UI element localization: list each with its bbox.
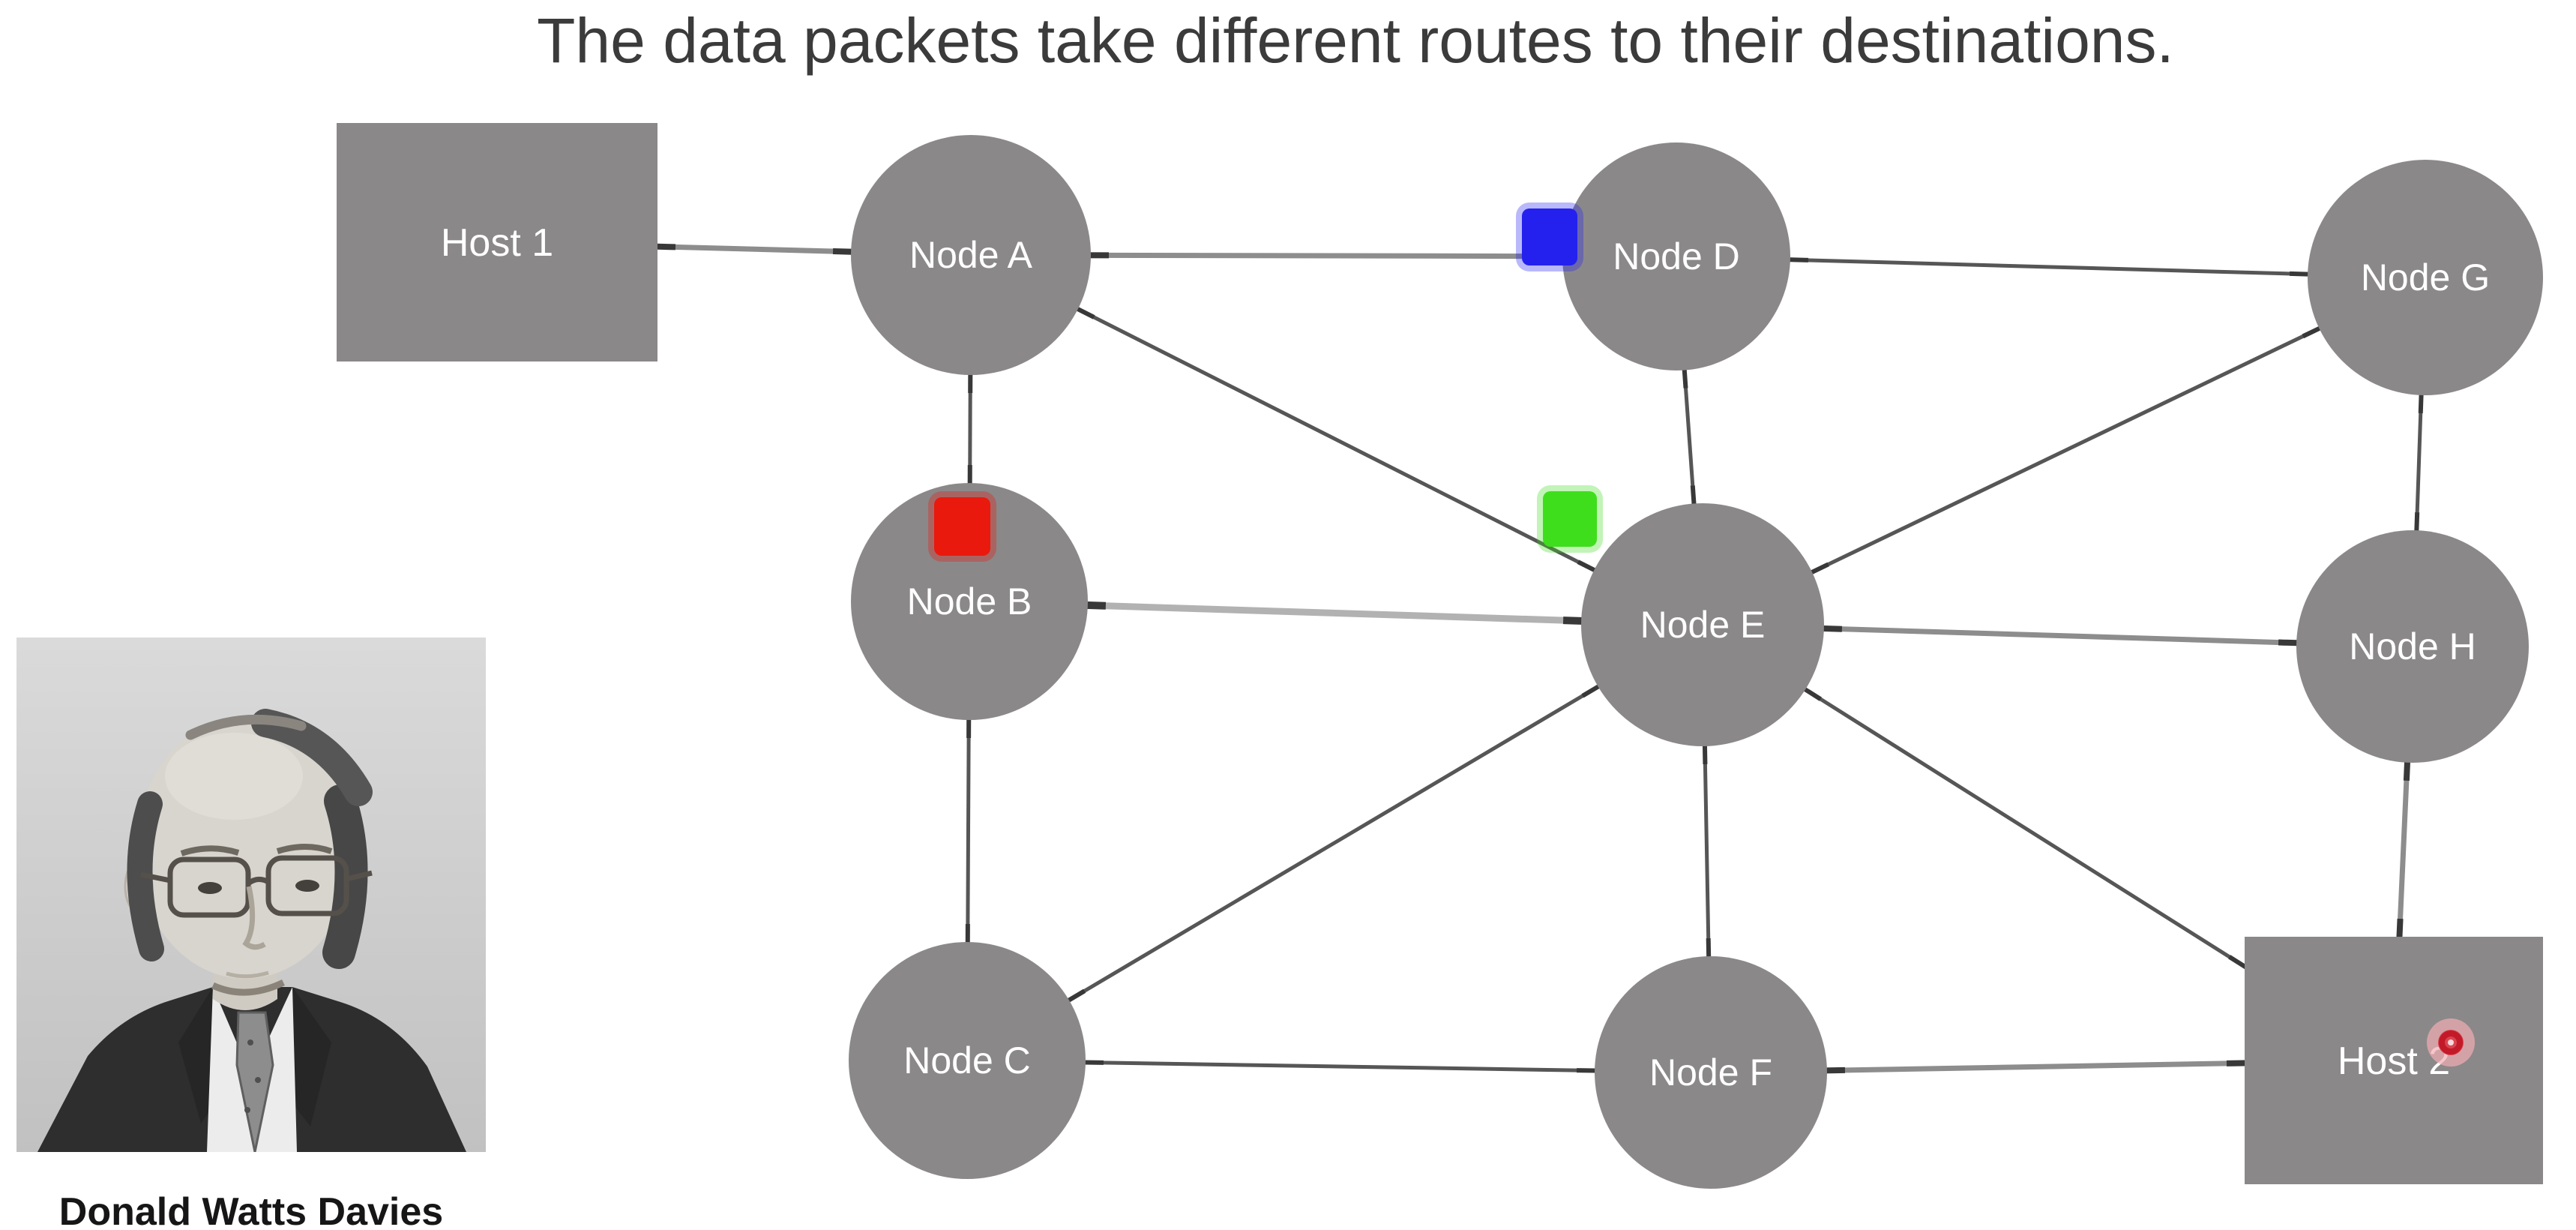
hair-left	[127, 791, 164, 962]
hair-top-right	[251, 709, 373, 806]
eyebrow-left	[180, 845, 240, 856]
layer-pin	[2427, 1018, 2475, 1066]
node-circle-G	[2308, 160, 2543, 395]
node-circle-B	[851, 483, 1088, 720]
hair-combover	[185, 714, 307, 740]
host-box-host1	[337, 123, 657, 362]
destination-pin-core	[2448, 1040, 2454, 1046]
mouth	[211, 979, 285, 996]
tie-dot	[255, 1077, 261, 1083]
host-label-host1: Host 1	[441, 221, 553, 265]
tie-dot	[244, 1107, 250, 1113]
edge-C-E	[966, 622, 1704, 1063]
hair-right	[322, 784, 368, 969]
eyebrow-right	[276, 844, 333, 854]
node-label-A: Node A	[909, 234, 1033, 276]
layer-edges	[496, 239, 2428, 1076]
node-circle-C	[849, 942, 1086, 1179]
packet-red-icon	[934, 497, 990, 556]
host-box-host2	[2245, 937, 2543, 1184]
node-circle-E	[1581, 503, 1824, 746]
tie-dot	[247, 1040, 253, 1046]
glasses-right-lens	[265, 855, 349, 916]
node-label-D: Node D	[1613, 236, 1740, 278]
glasses-temple-right	[346, 870, 373, 882]
node-circle-A	[851, 135, 1091, 375]
node-circle-H	[2296, 530, 2529, 763]
shirt	[207, 987, 297, 1152]
node-label-B: Node B	[907, 580, 1032, 622]
destination-pin-icon	[2439, 1030, 2463, 1054]
node-circle-F	[1595, 956, 1827, 1189]
eye-right	[295, 880, 319, 892]
glasses-bridge	[246, 877, 270, 886]
node-label-H: Node H	[2349, 626, 2476, 668]
node-label-F: Node F	[1649, 1052, 1772, 1094]
node-label-C: Node C	[903, 1040, 1031, 1082]
page-title: The data packets take different routes t…	[537, 5, 2174, 76]
node-label-E: Node E	[1640, 604, 1766, 646]
forehead-highlight	[165, 733, 303, 820]
layer-shapes	[337, 123, 2543, 1189]
packet-blue-icon	[1522, 208, 1577, 266]
portrait-illustration	[16, 638, 486, 1153]
tie	[235, 1011, 274, 1153]
node-circle-D	[1562, 142, 1790, 370]
upper-lip	[226, 970, 269, 979]
eye-left	[198, 882, 222, 894]
layer-packets	[928, 202, 1603, 562]
photo-caption: Donald Watts Davies	[58, 1190, 444, 1230]
portrait-photo	[16, 638, 486, 1153]
node-label-G: Node G	[2361, 256, 2490, 298]
packet-green-icon	[1543, 491, 1597, 547]
nose	[242, 886, 266, 950]
glasses-temple-left	[140, 872, 171, 884]
